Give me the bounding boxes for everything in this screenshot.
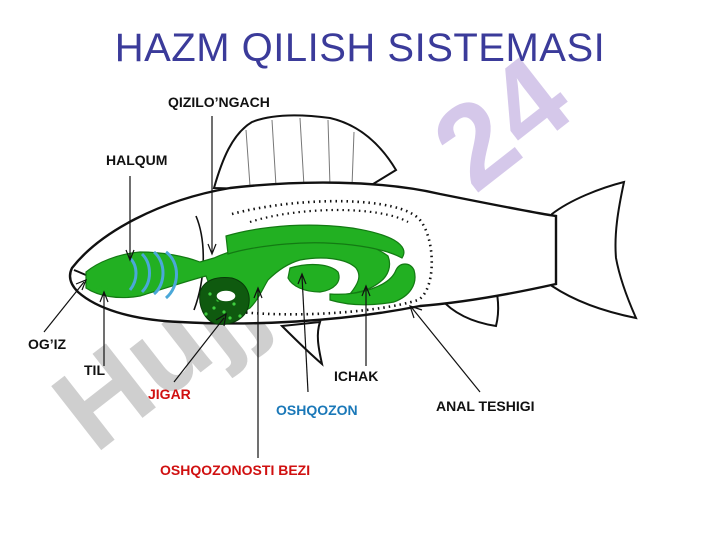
- gall-bladder: [215, 289, 237, 303]
- label-tongue: TIL: [84, 362, 105, 378]
- label-intestine: ICHAK: [334, 368, 379, 384]
- pelvic-fin: [279, 320, 324, 367]
- label-anal-opening: ANAL TESHIGI: [436, 398, 535, 414]
- label-esophagus: QIZILO’NGACH: [168, 94, 270, 110]
- leader-lines: [43, 116, 481, 458]
- gills: [128, 250, 178, 300]
- label-stomach: OSHQOZON: [276, 402, 358, 418]
- label-pharynx: HALQUM: [106, 152, 168, 168]
- intestine-loop: [287, 263, 340, 293]
- dorsal-fin: [212, 114, 398, 194]
- stomach: [225, 224, 405, 259]
- tongue: [95, 284, 119, 294]
- label-pancreas: OSHQOZONOSTI BEZI: [160, 462, 311, 478]
- page-title: HAZM QILISH SISTEMASI: [114, 26, 606, 70]
- label-mouth: OG’IZ: [28, 336, 67, 352]
- label-liver: JIGAR: [148, 386, 191, 402]
- tail-fin: [551, 180, 638, 320]
